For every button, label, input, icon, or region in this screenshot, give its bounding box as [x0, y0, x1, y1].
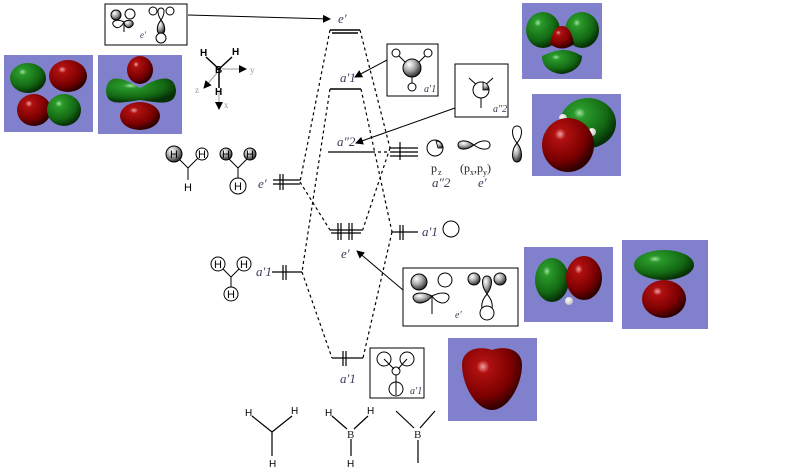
arrow-a1-prime-anti: [354, 59, 388, 78]
svg-text:H: H: [170, 149, 178, 161]
b-level-p: [390, 142, 418, 160]
label-h3-a1-prime: a′1: [256, 264, 272, 279]
box-a1-prime-antibonding: a′1: [386, 43, 439, 97]
mo-level-a1-prime-antibonding: a′1: [330, 70, 361, 90]
b-fragment: a′1 p z a″2 (px,py) e′: [390, 125, 522, 240]
mo-level-e-prime-bonding: e′: [330, 223, 362, 261]
mo-level-a2-double-prime: a″2: [328, 134, 372, 153]
label-e-prime-top: e′: [338, 11, 347, 26]
h3-a1-prime-orbital: H H H: [210, 256, 252, 302]
svg-text:B: B: [414, 429, 421, 441]
structure-b: B: [395, 410, 436, 463]
arrow-mid-e: [356, 250, 404, 291]
svg-text:H: H: [291, 406, 298, 417]
b-px-orbital: [457, 140, 491, 150]
svg-text:H: H: [240, 259, 248, 271]
label-b-a1-prime: a′1: [422, 224, 438, 239]
b-level-a1-prime: a′1: [392, 220, 460, 240]
h3-level-e-prime: e′: [258, 174, 300, 191]
svg-text:z: z: [195, 85, 199, 95]
label-a2-double-prime: a″2: [337, 134, 356, 149]
svg-text:H: H: [215, 87, 222, 98]
svg-text:H: H: [325, 408, 332, 419]
mo-level-e-prime-antibonding: e′: [330, 11, 360, 34]
svg-text:e′: e′: [455, 310, 462, 321]
svg-text:H: H: [214, 259, 222, 271]
panel-e-prime-antibond-1: [4, 55, 93, 132]
label-e-prime-bonding: e′: [341, 246, 350, 261]
label-h3-e-prime: e′: [258, 176, 267, 191]
pxy-sym-label: e′: [478, 175, 487, 190]
svg-text:H: H: [222, 149, 230, 161]
panel-e-prime-bond-2: [622, 240, 708, 329]
label-a1-prime-bonding: a′1: [340, 371, 356, 386]
svg-text:H: H: [367, 406, 374, 417]
b-py-orbital: [512, 125, 522, 163]
coordinate-frame: H H B H y z x: [195, 47, 255, 110]
svg-text:B: B: [347, 429, 354, 441]
svg-text:p: p: [431, 161, 437, 175]
svg-text:H: H: [232, 47, 239, 58]
correlation-lines: [299, 29, 393, 359]
svg-text:a′1: a′1: [424, 84, 436, 95]
svg-text:e′: e′: [140, 30, 147, 40]
panel-a2-double-prime: [532, 94, 621, 176]
h3-e-prime-orbital-1: H H H: [165, 145, 209, 194]
svg-text:H: H: [198, 149, 206, 161]
panel-e-prime-antibond-2: [98, 55, 182, 134]
h3-level-a1-prime: a′1: [256, 264, 302, 280]
b-s-orbital: [442, 220, 460, 238]
svg-text:B: B: [215, 65, 222, 76]
arrow-a2: [355, 107, 456, 145]
svg-text:H: H: [234, 181, 242, 193]
box-bottom-a1-prime: a′1: [369, 347, 425, 399]
box-a2-double-prime: a″2: [454, 63, 509, 118]
svg-text:H: H: [200, 48, 207, 59]
electrons-e-prime-bonding: [337, 223, 353, 240]
svg-text:x: x: [224, 100, 229, 110]
svg-text:a″2: a″2: [493, 104, 507, 115]
svg-text:H: H: [227, 289, 235, 301]
svg-text:H: H: [184, 182, 192, 194]
structure-bh3: H H B H: [325, 406, 374, 470]
svg-text:y: y: [250, 65, 255, 75]
mo-level-a1-prime-bonding: a′1: [332, 351, 363, 386]
arrow-top-e: [187, 14, 331, 23]
box-mid-e-prime: e′: [402, 267, 519, 327]
b-pz-orbital: p z a″2: [426, 139, 451, 190]
h3-fragment: e′ a′1 H H H H H H: [165, 145, 302, 302]
svg-text:a″2: a″2: [432, 175, 451, 190]
label-a1-prime-anti: a′1: [340, 70, 356, 85]
svg-text:H: H: [246, 149, 254, 161]
pxy-label: (px,py): [460, 161, 491, 177]
mo-levels: e′ a′1 a″2 e′ a′1: [328, 11, 372, 386]
panel-e-prime-bond-1: [524, 247, 613, 322]
h3-e-prime-orbital-2: H H H: [219, 147, 257, 195]
electrons-a1-prime-bonding: [342, 351, 347, 366]
svg-text:H: H: [269, 459, 276, 470]
svg-text:a′1: a′1: [410, 386, 422, 397]
box-top-e-prime: e′: [104, 3, 188, 46]
structure-h3: H H H: [245, 406, 298, 470]
svg-text:H: H: [245, 408, 252, 419]
panel-a1-prime-antibond: [522, 3, 602, 79]
svg-text:z: z: [438, 168, 442, 177]
svg-text:H: H: [347, 459, 354, 470]
panel-a1-prime-bond: [448, 338, 537, 421]
